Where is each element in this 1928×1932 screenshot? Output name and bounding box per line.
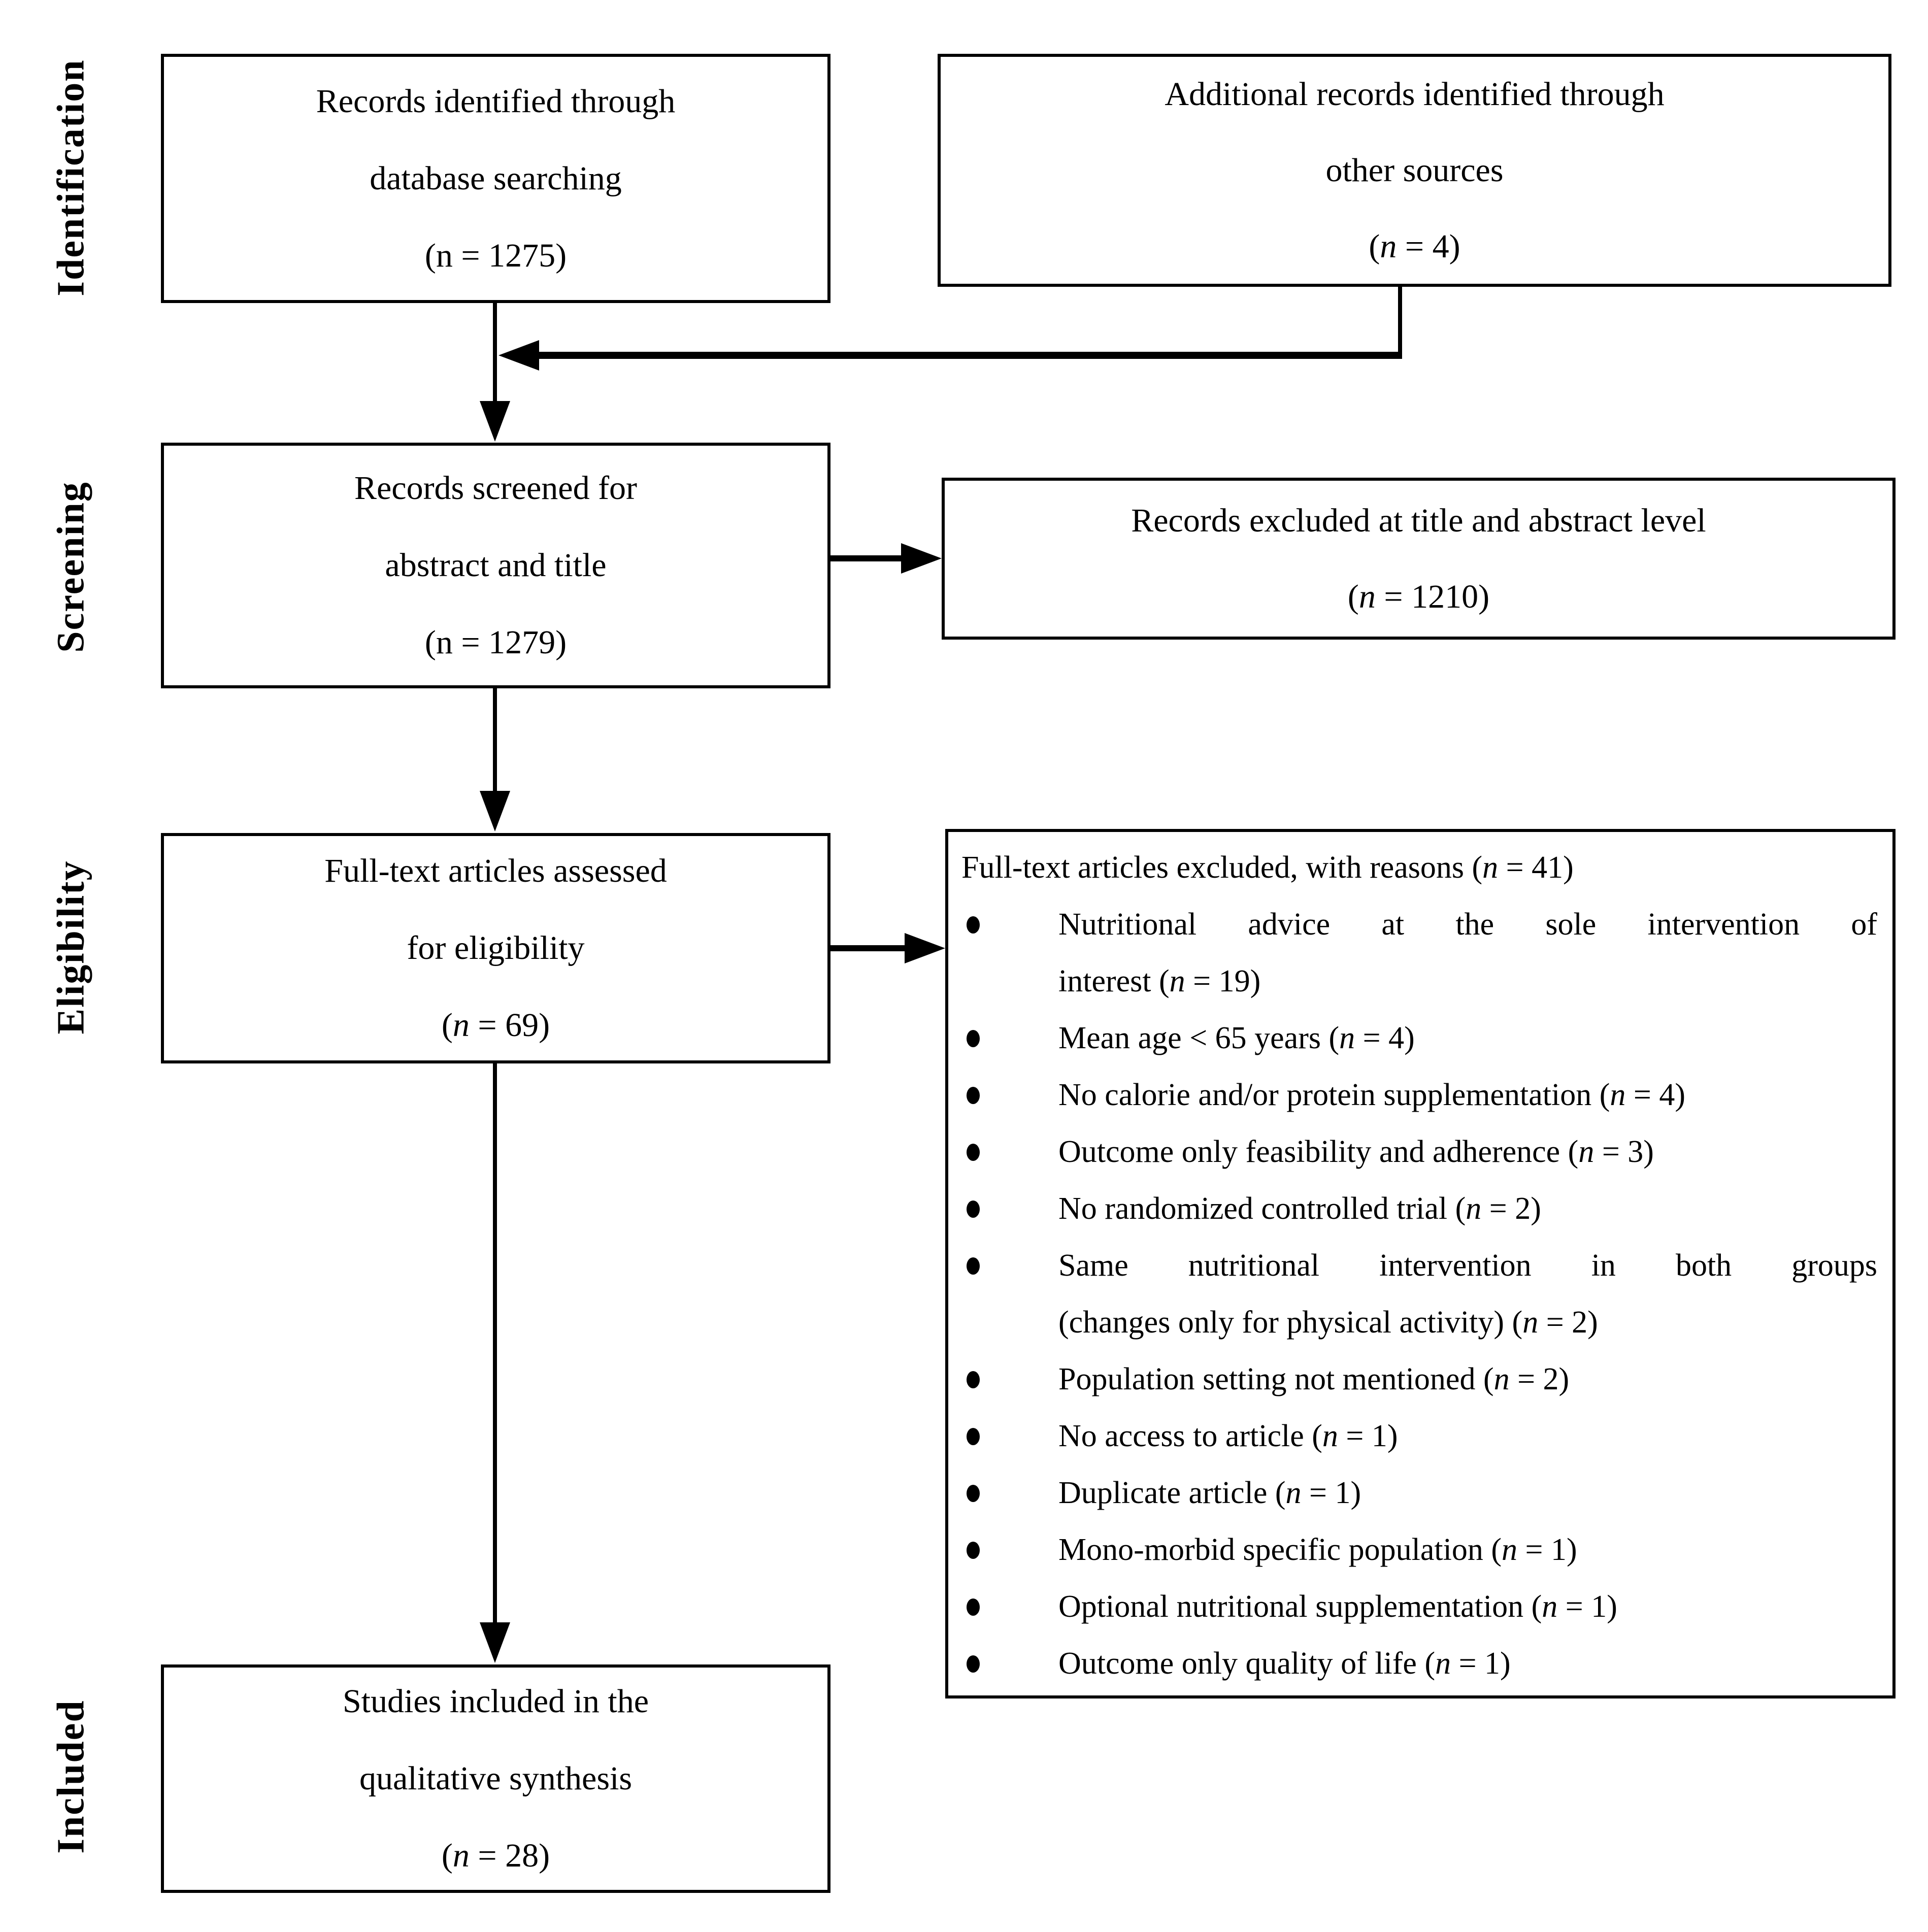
exclusion-reasons-list: Nutritional advice at the sole intervent… bbox=[961, 896, 1877, 1692]
bullet-icon bbox=[967, 1485, 980, 1502]
reason-line: interest (n = 19) bbox=[1058, 964, 1261, 998]
box-line: for eligibility bbox=[407, 929, 585, 967]
exclusion-reason-item: Mono-morbid specific population (n = 1) bbox=[961, 1521, 1877, 1578]
reason-line: Mean age < 65 years (n = 4) bbox=[1058, 1021, 1415, 1055]
bullet-icon bbox=[967, 1257, 980, 1275]
stage-label-eligibility: Eligibility bbox=[49, 860, 92, 1035]
exclusion-reasons-header: Full-text articles excluded, with reason… bbox=[961, 850, 1574, 885]
box-additional-records: Additional records identified through ot… bbox=[938, 54, 1891, 287]
box-line: Additional records identified through bbox=[1165, 75, 1665, 113]
exclusion-reason-item: No calorie and/or protein supplementatio… bbox=[961, 1067, 1877, 1123]
reason-line: Outcome only quality of life (n = 1) bbox=[1058, 1646, 1511, 1681]
stage-label-screening: Screening bbox=[49, 481, 92, 653]
exclusion-reason-item: No access to article (n = 1) bbox=[961, 1408, 1877, 1464]
exclusion-reason-item: Optional nutritional supplementation (n … bbox=[961, 1578, 1877, 1635]
box-line: Records screened for bbox=[354, 470, 638, 507]
arrow-shaft bbox=[533, 352, 1402, 359]
arrowhead-down-icon bbox=[480, 791, 510, 831]
box-count: (n = 4) bbox=[1369, 227, 1460, 265]
reason-line: Same nutritional intervention in both gr… bbox=[1058, 1248, 1877, 1283]
reason-line: Mono-morbid specific population (n = 1) bbox=[1058, 1533, 1577, 1567]
box-fulltext-excluded: Full-text articles excluded, with reason… bbox=[945, 829, 1896, 1698]
exclusion-reason-item: Mean age < 65 years (n = 4) bbox=[961, 1010, 1877, 1067]
arrow-shaft bbox=[1398, 287, 1402, 359]
bullet-icon bbox=[967, 1428, 980, 1445]
box-line: Records identified through bbox=[316, 82, 676, 120]
reason-line: Population setting not mentioned (n = 2) bbox=[1058, 1362, 1570, 1396]
box-studies-included: Studies included in the qualitative synt… bbox=[161, 1664, 830, 1893]
box-line: other sources bbox=[1325, 151, 1504, 189]
arrow-shaft bbox=[493, 1063, 497, 1624]
bullet-icon bbox=[967, 1030, 980, 1047]
arrow-shaft bbox=[493, 303, 497, 402]
arrowhead-down-icon bbox=[480, 401, 510, 442]
box-line: Studies included in the bbox=[342, 1683, 649, 1720]
bullet-icon bbox=[967, 1542, 980, 1559]
box-records-screened: Records screened for abstract and title … bbox=[161, 443, 830, 688]
box-records-identified: Records identified through database sear… bbox=[161, 54, 830, 303]
bullet-icon bbox=[967, 1371, 980, 1388]
arrowhead-down-icon bbox=[480, 1622, 510, 1663]
bullet-icon bbox=[967, 1201, 980, 1218]
reason-line: No access to article (n = 1) bbox=[1058, 1419, 1398, 1453]
box-count: (n = 1275) bbox=[424, 237, 567, 274]
arrowhead-left-icon bbox=[498, 340, 539, 371]
bullet-icon bbox=[967, 1655, 980, 1673]
box-count: (n = 69) bbox=[441, 1007, 550, 1044]
arrow-shaft bbox=[493, 688, 497, 792]
stage-label-included: Included bbox=[49, 1700, 92, 1854]
bullet-icon bbox=[967, 1598, 980, 1616]
box-line: Full-text articles assessed bbox=[324, 852, 667, 889]
exclusion-reason-item: Outcome only quality of life (n = 1) bbox=[961, 1635, 1877, 1692]
arrowhead-right-icon bbox=[905, 933, 945, 963]
box-fulltext-assessed: Full-text articles assessed for eligibil… bbox=[161, 833, 830, 1063]
arrow-shaft bbox=[830, 555, 904, 561]
arrow-shaft bbox=[830, 945, 908, 951]
box-line: Records excluded at title and abstract l… bbox=[1131, 502, 1706, 539]
arrowhead-right-icon bbox=[901, 543, 942, 574]
exclusion-reason-item: No randomized controlled trial (n = 2) bbox=[961, 1180, 1877, 1237]
exclusion-reason-item: Same nutritional intervention in both gr… bbox=[961, 1237, 1877, 1351]
box-line: qualitative synthesis bbox=[359, 1760, 633, 1797]
exclusion-reason-item: Outcome only feasibility and adherence (… bbox=[961, 1123, 1877, 1180]
bullet-icon bbox=[967, 1087, 980, 1104]
reason-line: Duplicate article (n = 1) bbox=[1058, 1476, 1361, 1510]
reason-line: (changes only for physical activity) (n … bbox=[1058, 1305, 1598, 1340]
bullet-icon bbox=[967, 916, 980, 934]
box-line: database searching bbox=[370, 159, 622, 197]
box-count: (n = 1210) bbox=[1347, 578, 1490, 615]
exclusion-reason-item: Nutritional advice at the sole intervent… bbox=[961, 896, 1877, 1010]
box-count: (n = 28) bbox=[441, 1837, 550, 1874]
reason-line: Nutritional advice at the sole intervent… bbox=[1058, 907, 1877, 942]
bullet-icon bbox=[967, 1144, 980, 1161]
exclusion-reason-item: Duplicate article (n = 1) bbox=[961, 1464, 1877, 1521]
box-count: (n = 1279) bbox=[424, 624, 567, 661]
box-line: abstract and title bbox=[385, 547, 607, 584]
reason-line: Optional nutritional supplementation (n … bbox=[1058, 1589, 1617, 1624]
reason-line: Outcome only feasibility and adherence (… bbox=[1058, 1135, 1654, 1169]
reason-line: No calorie and/or protein supplementatio… bbox=[1058, 1078, 1686, 1112]
reason-line: No randomized controlled trial (n = 2) bbox=[1058, 1191, 1541, 1226]
box-records-excluded: Records excluded at title and abstract l… bbox=[942, 478, 1896, 640]
exclusion-reason-item: Population setting not mentioned (n = 2) bbox=[961, 1351, 1877, 1408]
stage-label-identification: Identification bbox=[49, 59, 92, 296]
